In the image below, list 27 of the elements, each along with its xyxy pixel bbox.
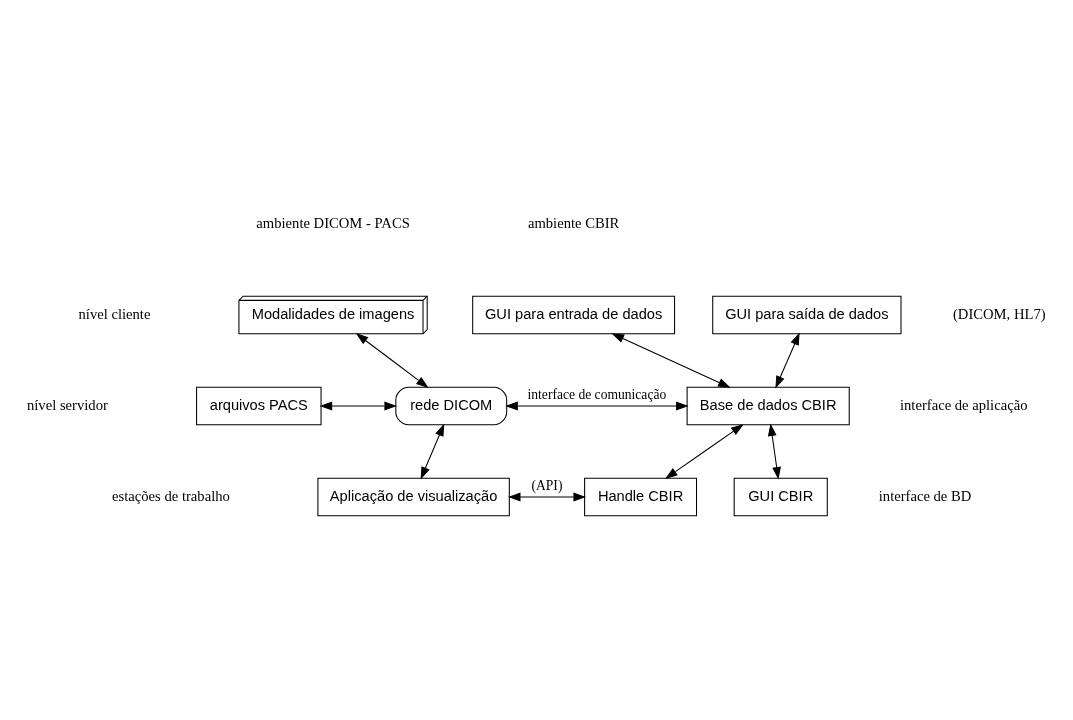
node-box: Base de dados CBIR bbox=[686, 386, 850, 425]
arrow bbox=[420, 423, 445, 479]
node-box: GUI para entrada de dados bbox=[472, 295, 676, 334]
arrow bbox=[355, 332, 429, 388]
node-box: rede DICOM bbox=[395, 386, 508, 425]
label: nível cliente bbox=[78, 305, 151, 322]
label: ambiente CBIR bbox=[527, 214, 620, 231]
arrow bbox=[767, 422, 781, 480]
arrow bbox=[507, 492, 586, 501]
node-box: GUI para saída de dados bbox=[712, 295, 902, 334]
label: (DICOM, HL7) bbox=[953, 305, 1046, 322]
node-box: arquivos PACS bbox=[196, 386, 322, 425]
node-box: GUI CBIR bbox=[733, 477, 828, 516]
label: ambiente DICOM - PACS bbox=[256, 214, 410, 231]
arrow bbox=[319, 401, 397, 410]
label: interface de BD bbox=[878, 487, 972, 504]
edge-label: (API) bbox=[531, 477, 563, 493]
node-box: Aplicação de visualização bbox=[317, 477, 510, 516]
arrow bbox=[505, 401, 689, 410]
label: interface de aplicação bbox=[900, 396, 1028, 413]
label: estações de trabalho bbox=[112, 487, 230, 504]
arrow bbox=[775, 332, 800, 388]
edge-label: interface de comunicação bbox=[527, 386, 667, 402]
node-box: Handle CBIR bbox=[584, 477, 698, 516]
arrow bbox=[665, 423, 744, 479]
label: nível servidor bbox=[27, 396, 108, 413]
arrow bbox=[611, 332, 731, 388]
